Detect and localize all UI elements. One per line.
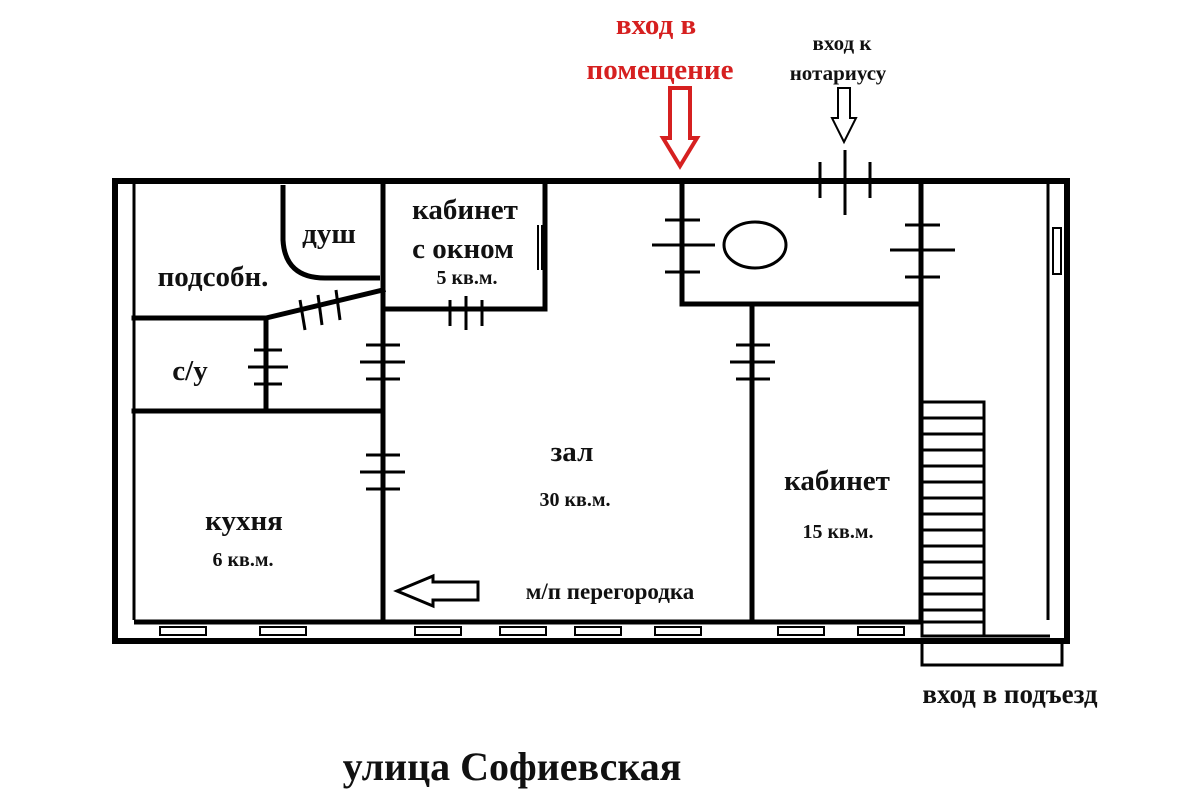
partition-note-label: м/п перегородка — [526, 579, 695, 604]
door-marks — [248, 150, 955, 491]
entrance-stairwell-label: вход в подъезд — [922, 679, 1098, 709]
shower-wall — [280, 185, 380, 281]
room-office-area: 15 кв.м. — [803, 521, 874, 543]
room-hall-area: 30 кв.м. — [540, 489, 611, 511]
window-kabinet-s-oknom — [537, 225, 543, 270]
room-office-label: кабинет — [784, 465, 890, 497]
outer-walls — [112, 178, 1070, 644]
street-label: улица Софиевская — [343, 744, 682, 789]
room-office-window-label-line1: кабинет — [412, 194, 518, 226]
room-kitchen-label: кухня — [205, 505, 283, 537]
entrance-premises-label-line1: вход в — [616, 9, 696, 41]
windows-bottom — [159, 626, 905, 636]
entrance-notary-label-line2: нотариусу — [790, 61, 887, 85]
partition-arrow — [393, 573, 480, 609]
table-oval — [722, 220, 788, 270]
staircase — [920, 400, 1064, 667]
room-office-window-area: 5 кв.м. — [437, 267, 498, 289]
room-shower-label: душ — [302, 218, 356, 250]
window-right-wall — [1052, 227, 1062, 275]
entrance-premises-label-line2: помещение — [587, 54, 734, 86]
entrance-notary-label-line1: вход к — [813, 31, 873, 55]
room-hall-label: зал — [551, 436, 594, 468]
room-office-window-label-line2: с окном — [412, 233, 514, 265]
room-kitchen-area: 6 кв.м. — [213, 549, 274, 571]
entrance-premises-arrow — [659, 86, 701, 170]
room-wc-label: с/у — [172, 355, 208, 387]
room-utility-label: подсобн. — [158, 261, 269, 293]
entrance-notary-arrow — [830, 87, 858, 145]
